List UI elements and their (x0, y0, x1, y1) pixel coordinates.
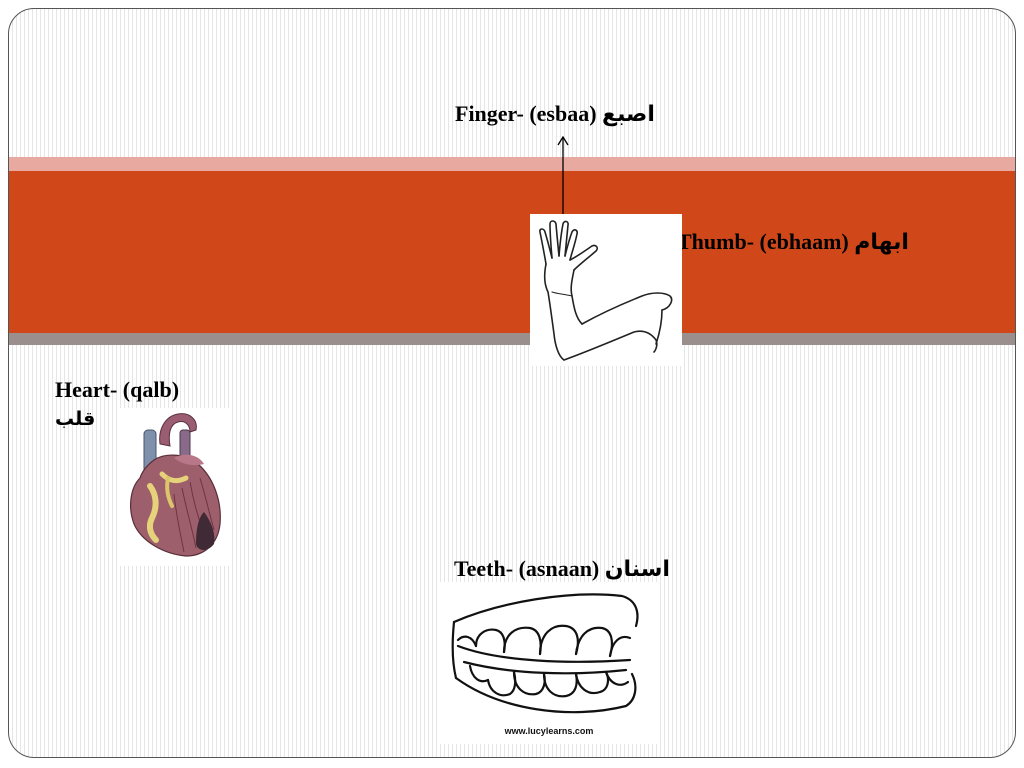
header-band-gray (9, 333, 1015, 345)
header-band-light (9, 157, 1015, 171)
hand-illustration (530, 214, 682, 366)
thumb-label: Thumb- (ebhaam) ابهام (677, 229, 909, 255)
teeth-label: Teeth- (asnaan) اسنان (454, 556, 670, 582)
heart-label: Heart- (qalb) قلب (55, 376, 179, 433)
thumb-label-english: Thumb- (ebhaam) (677, 229, 849, 254)
teeth-illustration: www.lucylearns.com (440, 582, 658, 744)
heart-label-arabic: قلب (55, 408, 96, 430)
teeth-label-arabic: اسنان (604, 557, 670, 582)
finger-label-english: Finger- (esbaa) (455, 101, 597, 126)
heart-label-english: Heart- (qalb) (55, 377, 180, 402)
teeth-watermark: www.lucylearns.com (504, 726, 594, 736)
teeth-label-english: Teeth- (asnaan) (454, 556, 600, 581)
finger-label: Finger- (esbaa) اصبع (455, 101, 655, 127)
finger-label-arabic: اصبع (602, 102, 655, 127)
header-band-orange (9, 171, 1015, 333)
slide (8, 8, 1016, 758)
heart-illustration (120, 408, 230, 566)
thumb-label-arabic: ابهام (854, 230, 909, 255)
finger-arrow-head (557, 135, 569, 146)
